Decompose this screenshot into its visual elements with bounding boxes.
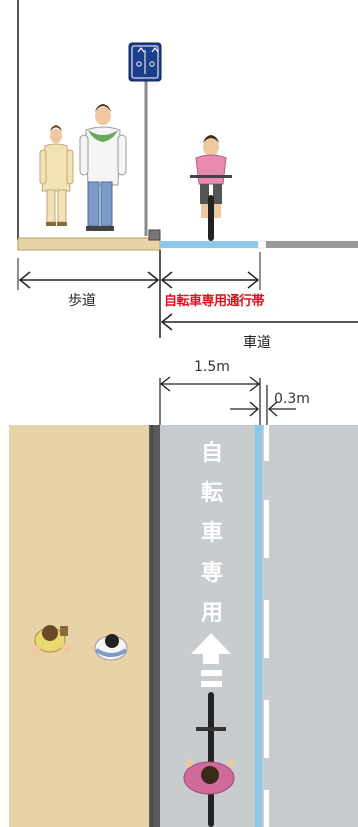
road-marking-char-1: 自 [200,441,223,466]
plan-curb [149,425,160,827]
road-marking-char-5: 用 [200,601,223,626]
label-roadway: 車道 [243,335,271,351]
cross-section [17,0,358,338]
bicycle-pedestrian-sign-icon [128,42,162,82]
road-marking-char-3: 車 [200,521,223,546]
label-width-lane: 1.5m [194,359,230,375]
pedestrian-top-2-icon [94,634,128,661]
road-marking-char-2: 転 [200,481,223,506]
plan-view [9,376,358,827]
sidewalk-slab [17,237,161,251]
lane-marking [257,240,267,249]
pedestrian-man-icon [79,104,127,231]
roadway-surface [266,241,358,248]
up-arrow-marking-icon [191,633,231,687]
label-sidewalk: 歩道 [68,293,96,309]
road-marking-char-4: 専 [200,561,223,586]
plan-dashed-line [264,425,269,827]
curb-block [148,229,161,241]
cyclist-rear-icon [190,135,232,241]
bike-lane-surface [160,241,258,248]
pedestrian-top-1-icon [31,625,71,657]
pedestrian-woman-icon [39,125,74,226]
cyclist-top-icon [183,692,235,827]
plan-sidewalk [9,425,149,827]
plan-lane-line-blue [255,425,262,827]
label-bike-lane: 自転車専用通行帯 [164,294,265,309]
label-width-gap: 0.3m [274,391,310,407]
